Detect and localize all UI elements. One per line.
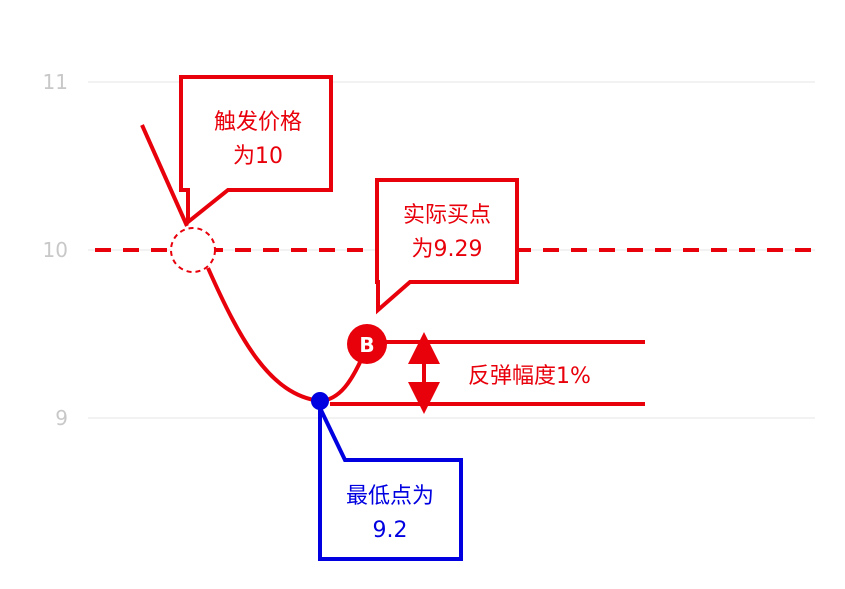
- trigger-callout-box: [179, 75, 333, 227]
- price-path-descent: [140, 124, 189, 227]
- buy-marker-label: B: [359, 333, 374, 357]
- buy-callout-box: [375, 178, 519, 315]
- y-tick-10: 10: [43, 238, 68, 262]
- trigger-point-circle: [170, 227, 216, 273]
- buy-callout-line2: 为9.29: [412, 237, 483, 262]
- lowest-callout-line2: 9.2: [373, 518, 408, 543]
- trigger-callout-line2: 为10: [233, 144, 283, 169]
- lowest-callout-line1: 最低点为: [346, 484, 434, 509]
- buy-callout-line1: 实际买点: [403, 203, 491, 228]
- trigger-callout-line1: 触发价格: [214, 110, 302, 135]
- price-path-fall: [206, 267, 321, 403]
- lowest-point-dot: [311, 392, 329, 410]
- y-tick-11: 11: [43, 70, 68, 94]
- price-path-rebound: [319, 357, 364, 403]
- rebound-label: 反弹幅度1%: [468, 364, 591, 389]
- y-tick-9: 9: [55, 406, 68, 430]
- buy-point-marker: [347, 324, 387, 364]
- lowest-callout-box: [318, 407, 463, 561]
